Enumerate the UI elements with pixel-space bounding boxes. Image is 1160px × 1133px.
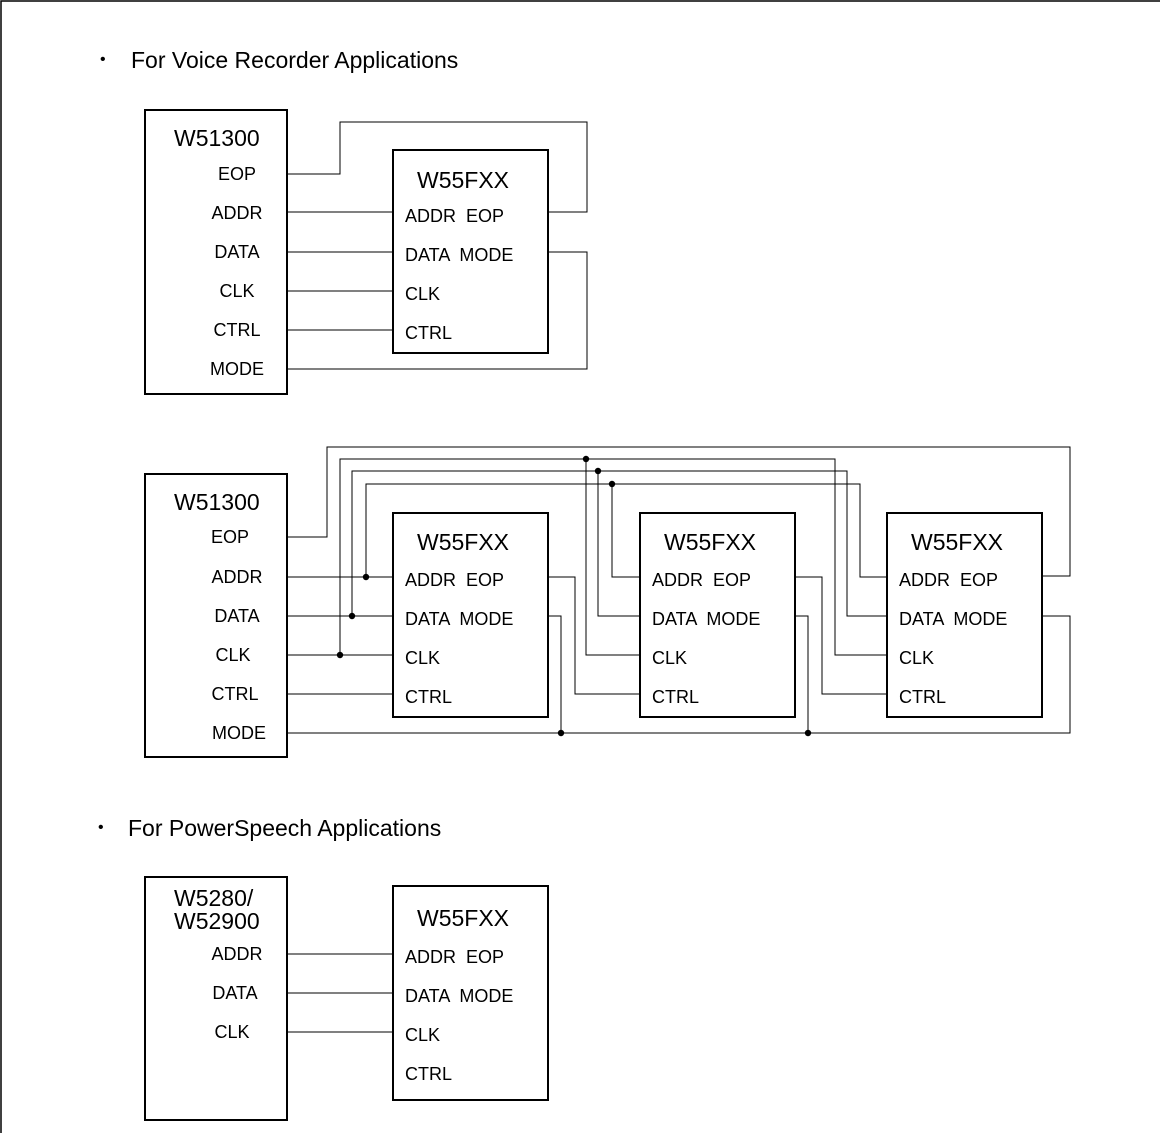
memory-3-pin-row-3: CLK xyxy=(405,1025,440,1045)
junction-dot xyxy=(348,612,356,620)
controller-title: W51300 xyxy=(174,125,260,151)
controller-3-pin-addr: ADDR xyxy=(211,944,262,964)
controller-3-title-line-1: W5280/ xyxy=(174,885,254,911)
junction-dot xyxy=(557,729,565,737)
wire-mode-bus xyxy=(287,615,1071,734)
memory-box-c xyxy=(886,512,1043,718)
controller-pin-addr: ADDR xyxy=(211,203,262,223)
junction-dot xyxy=(804,729,812,737)
memory-pin-row-2: DATA MODE xyxy=(405,245,513,265)
junction-dot xyxy=(362,573,370,581)
controller-3-pin-clk: CLK xyxy=(214,1022,249,1042)
memory-b-pin-row-4: CTRL xyxy=(652,687,699,707)
memory-c-pin-row-4: CTRL xyxy=(899,687,946,707)
memory-c-title: W55FXX xyxy=(911,529,1003,555)
bullet-1: • xyxy=(100,51,106,68)
memory-c-pin-row-3: CLK xyxy=(899,648,934,668)
wire-eop xyxy=(287,121,588,213)
memory-pin-row-4: CTRL xyxy=(405,323,452,343)
memory-a-pin-row-4: CTRL xyxy=(405,687,452,707)
memory-b-pin-row-2: DATA MODE xyxy=(652,609,760,629)
wire-data-b xyxy=(597,471,640,617)
controller-2-pin-data: DATA xyxy=(214,606,259,626)
wire-addr-bus xyxy=(365,483,887,578)
memory-b-pin-row-3: CLK xyxy=(652,648,687,668)
memory-a-pin-row-3: CLK xyxy=(405,648,440,668)
memory-box-b xyxy=(639,512,796,718)
junction-dot xyxy=(582,455,590,463)
wire-addr-b xyxy=(611,484,640,578)
memory-box-a xyxy=(392,512,549,718)
controller-2-pin-ctrl: CTRL xyxy=(211,684,258,704)
memory-pin-row-3: CLK xyxy=(405,284,440,304)
memory-a-pin-row-2: DATA MODE xyxy=(405,609,513,629)
wire-eop-a-to-ctrl-b xyxy=(548,576,640,695)
junction-dot xyxy=(608,480,616,488)
memory-3-title: W55FXX xyxy=(417,905,509,931)
wire-eop-b-to-ctrl-c xyxy=(795,576,887,695)
memory-b-pin-row-1: ADDR EOP xyxy=(652,570,751,590)
diagram-1: W51300 EOP ADDR DATA CLK CTRL MODE W55FX… xyxy=(144,109,588,395)
bullet-2: • xyxy=(98,819,104,836)
controller-2-pin-clk: CLK xyxy=(215,645,250,665)
controller-pin-eop: EOP xyxy=(218,164,256,184)
memory-b-title: W55FXX xyxy=(664,529,756,555)
wire-mode-b xyxy=(795,615,809,733)
heading-powerspeech: For PowerSpeech Applications xyxy=(128,815,441,841)
wire-eop-bus xyxy=(287,446,1071,577)
controller-2-pin-eop: EOP xyxy=(211,527,249,547)
controller-2-title: W51300 xyxy=(174,489,260,515)
wire-mode xyxy=(287,251,588,370)
heading-voice-recorder: For Voice Recorder Applications xyxy=(131,47,458,73)
memory-c-pin-row-1: ADDR EOP xyxy=(899,570,998,590)
memory-a-pin-row-1: ADDR EOP xyxy=(405,570,504,590)
diagram-3: W5280/ W52900 ADDR DATA CLK W55FXX ADDR … xyxy=(144,876,549,1121)
controller-pin-mode: MODE xyxy=(210,359,264,379)
controller-pin-clk: CLK xyxy=(219,281,254,301)
memory-title: W55FXX xyxy=(417,167,509,193)
controller-2-pin-mode: MODE xyxy=(212,723,266,743)
junction-dot xyxy=(594,467,602,475)
controller-3-title-line-2: W52900 xyxy=(174,908,260,934)
controller-pin-data: DATA xyxy=(214,242,259,262)
controller-box-3 xyxy=(144,876,288,1121)
memory-3-pin-row-1: ADDR EOP xyxy=(405,947,504,967)
junction-dot xyxy=(336,651,344,659)
wire-clk-bus xyxy=(339,458,887,656)
memory-a-title: W55FXX xyxy=(417,529,509,555)
memory-c-pin-row-2: DATA MODE xyxy=(899,609,1007,629)
controller-2-pin-addr: ADDR xyxy=(211,567,262,587)
memory-3-pin-row-2: DATA MODE xyxy=(405,986,513,1006)
controller-pin-ctrl: CTRL xyxy=(213,320,260,340)
wire-data-bus xyxy=(351,470,887,617)
wire-clk-b xyxy=(585,459,640,656)
diagram-2: W51300 EOP ADDR DATA CLK CTRL MODE W55FX… xyxy=(144,446,1071,758)
memory-pin-row-1: ADDR EOP xyxy=(405,206,504,226)
memory-3-pin-row-4: CTRL xyxy=(405,1064,452,1084)
wire-mode-a xyxy=(548,615,562,733)
controller-3-pin-data: DATA xyxy=(212,983,257,1003)
